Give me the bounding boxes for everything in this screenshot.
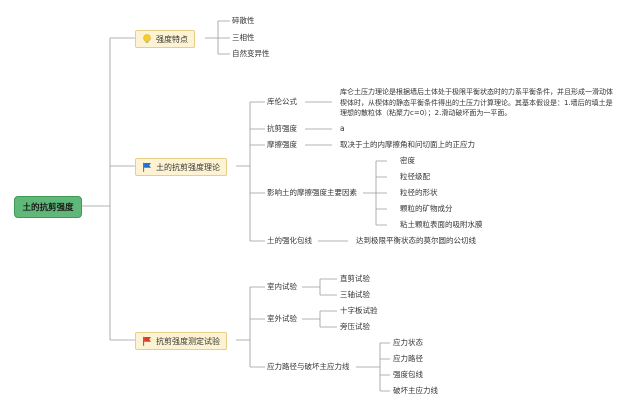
coulomb-description: 库仑土压力理论是根据墙后土体处于极限平衡状态时的力系平衡条件，并且形成一滑动体楔… — [340, 88, 613, 117]
stress-path-node[interactable]: 应力路径与破坏主应力线 — [267, 362, 350, 371]
factor-item[interactable]: 粘土颗粒表面的吸附水膜 — [400, 220, 483, 229]
stress-item[interactable]: 强度包线 — [393, 370, 423, 379]
friction-strength-description: 取决于土的内摩擦角和问切面上的正应力 — [340, 140, 475, 149]
friction-factors-node[interactable]: 影响土的摩擦强度主要因素 — [267, 188, 357, 197]
shear-strength-value: a — [340, 124, 345, 133]
branch-shear-strength-theory[interactable]: 土的抗剪强度理论 — [135, 158, 227, 176]
leaf-item[interactable]: 自然变异性 — [232, 49, 270, 58]
coulomb-formula-node[interactable]: 库伦公式 — [267, 97, 297, 106]
test-item[interactable]: 旁压试验 — [340, 322, 370, 331]
branch-label: 强度特点 — [156, 34, 188, 44]
branch-shear-strength-tests[interactable]: 抗剪强度测定试验 — [135, 332, 227, 350]
stress-item[interactable]: 破坏主应力线 — [393, 386, 438, 395]
leaf-item[interactable]: 碎散性 — [232, 16, 255, 25]
indoor-test-node[interactable]: 室内试验 — [267, 282, 297, 291]
leaf-item[interactable]: 三相性 — [232, 33, 255, 42]
factor-item[interactable]: 颗粒的矿物成分 — [400, 204, 453, 213]
strength-envelope-node[interactable]: 土的强化包线 — [267, 236, 312, 245]
blue-flag-icon — [143, 162, 151, 172]
outdoor-test-node[interactable]: 室外试验 — [267, 314, 297, 323]
test-item[interactable]: 三轴试验 — [340, 290, 370, 299]
branch-label: 抗剪强度测定试验 — [156, 336, 220, 346]
test-item[interactable]: 直剪试验 — [340, 274, 370, 283]
red-flag-icon — [143, 336, 151, 346]
test-item[interactable]: 十字板试验 — [340, 306, 378, 315]
factor-item[interactable]: 粒径级配 — [400, 172, 430, 181]
branch-strength-characteristics[interactable]: 强度特点 — [135, 30, 195, 48]
factor-item[interactable]: 密度 — [400, 156, 415, 165]
branch-label: 土的抗剪强度理论 — [156, 162, 220, 172]
root-node[interactable]: 土的抗剪强度 — [14, 196, 82, 218]
shear-strength-node[interactable]: 抗剪强度 — [267, 124, 297, 133]
lightbulb-icon — [143, 34, 151, 43]
friction-strength-node[interactable]: 摩擦强度 — [267, 140, 297, 149]
factor-item[interactable]: 粒径的形状 — [400, 188, 438, 197]
strength-envelope-description: 达到极限平衡状态的莫尔圆的公切线 — [356, 236, 476, 245]
stress-item[interactable]: 应力状态 — [393, 338, 423, 347]
root-label: 土的抗剪强度 — [22, 203, 74, 213]
stress-item[interactable]: 应力路径 — [393, 354, 423, 363]
